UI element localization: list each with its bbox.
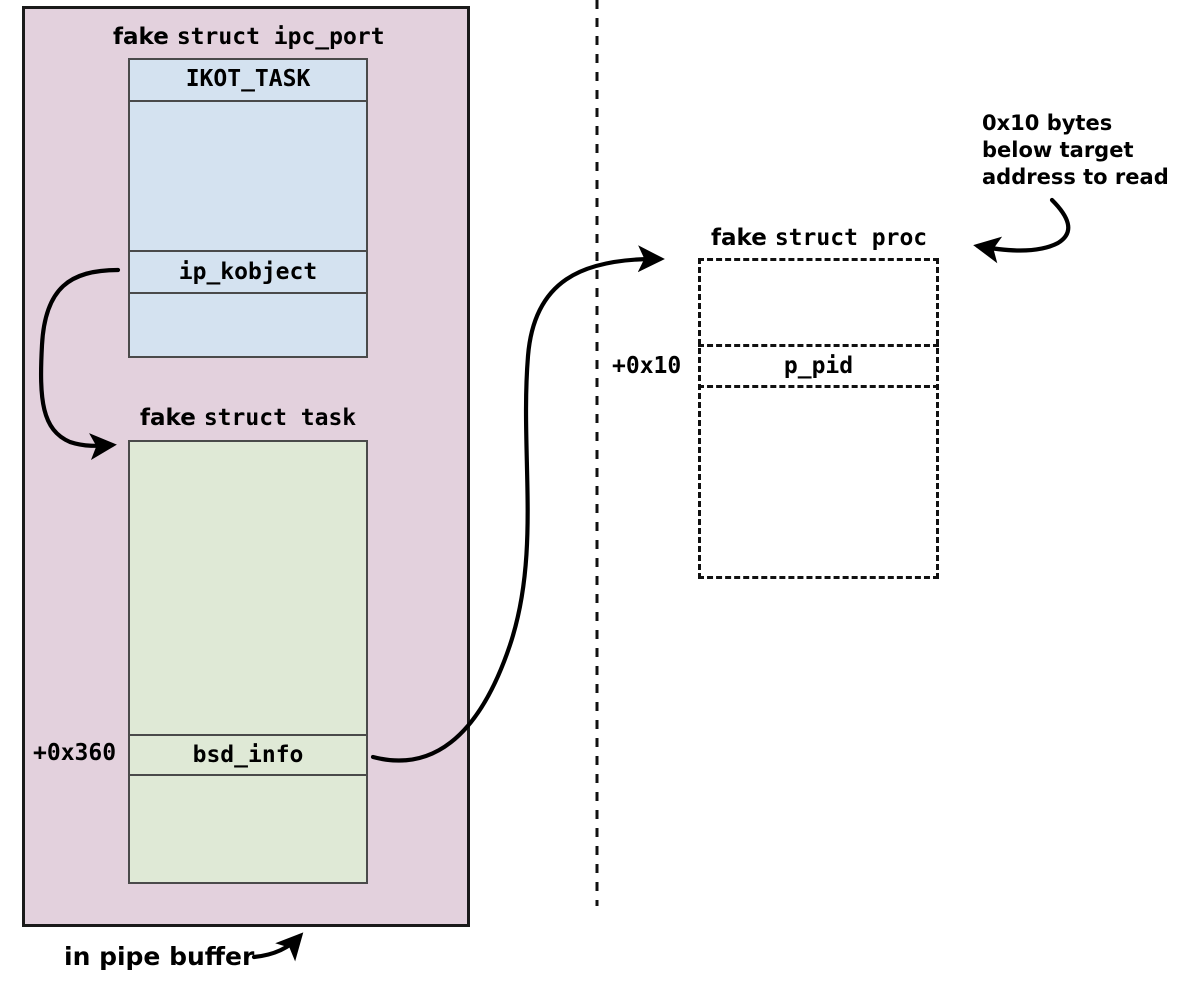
caption-fake-struct-task: fake struct task: [140, 405, 356, 431]
field-label-ikot-task: IKOT_TASK: [185, 66, 311, 92]
field-label-p-pid: p_pid: [783, 353, 854, 379]
offset-label-bsd-info: +0x360: [33, 740, 117, 766]
field-row-p-pid: p_pid: [698, 344, 939, 388]
field-label-bsd-info: bsd_info: [192, 742, 304, 768]
struct-box-proc: p_pid: [698, 258, 939, 579]
struct-box-task: bsd_info: [128, 440, 368, 884]
field-row-ikot-task: IKOT_TASK: [130, 58, 366, 102]
caption-fake-struct-proc: fake struct proc: [711, 225, 927, 251]
offset-label-p-pid: +0x10: [612, 353, 682, 379]
caption-proc-mono-word: struct proc: [774, 225, 928, 251]
caption-fake-struct-ipc-port: fake struct ipc_port: [113, 24, 385, 50]
annotation-note: 0x10 bytes below target address to read: [982, 111, 1169, 189]
arrow-pipe-buffer-pointer: [251, 932, 304, 962]
caption-proc-sans-word: fake: [711, 225, 767, 251]
caption-ipc-port-sans-word: fake: [113, 24, 169, 50]
caption-task-mono-word: struct task: [203, 405, 357, 431]
caption-task-sans-word: fake: [140, 405, 196, 431]
field-label-ip-kobject: ip_kobject: [178, 259, 318, 285]
struct-box-ipc-port: IKOT_TASK ip_kobject: [128, 58, 368, 358]
arrow-note-to-proc: [973, 197, 1071, 264]
caption-ipc-port-mono-word: struct ipc_port: [176, 24, 385, 50]
field-row-bsd-info: bsd_info: [130, 734, 366, 776]
caption-in-pipe-buffer: in pipe buffer: [64, 942, 255, 971]
field-row-ip-kobject: ip_kobject: [130, 250, 366, 294]
